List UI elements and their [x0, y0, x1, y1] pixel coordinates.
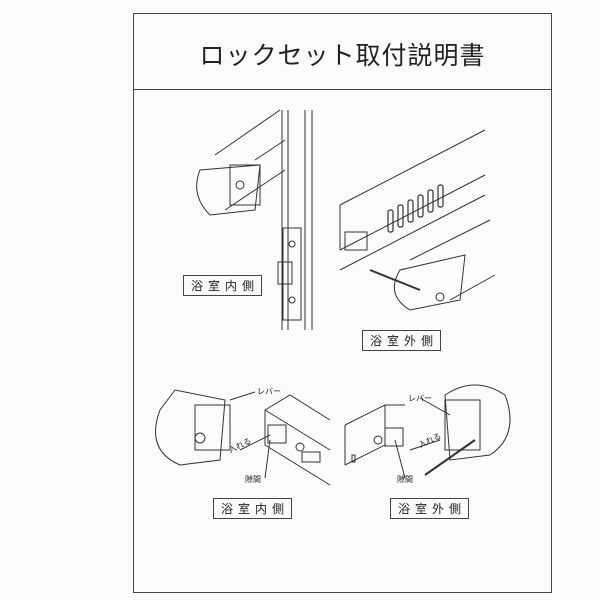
inside-lock-illustration-top: [196, 109, 313, 330]
callout-lever-right: レバー: [408, 394, 432, 403]
title-row: ロックセット取付説明書: [134, 14, 551, 90]
document-title: ロックセット取付説明書: [199, 41, 486, 70]
outside-lock-illustration-bottom: [344, 384, 511, 479]
outside-lock-illustration-top: [339, 129, 496, 311]
label-bathroom-outside-bottom: 浴室外側: [390, 498, 470, 519]
label-bathroom-inside-top: 浴室内側: [183, 275, 263, 296]
callout-lever-left: レバー: [257, 387, 281, 396]
inside-lock-illustration-bottom: [155, 389, 331, 486]
document-frame: ロックセット取付説明書: [133, 13, 552, 593]
callout-gap-left: 隙間: [245, 475, 261, 484]
label-bathroom-inside-bottom: 浴室内側: [213, 498, 293, 519]
callout-gap-right: 隙間: [397, 475, 413, 484]
label-bathroom-outside-top: 浴室外側: [362, 330, 442, 351]
